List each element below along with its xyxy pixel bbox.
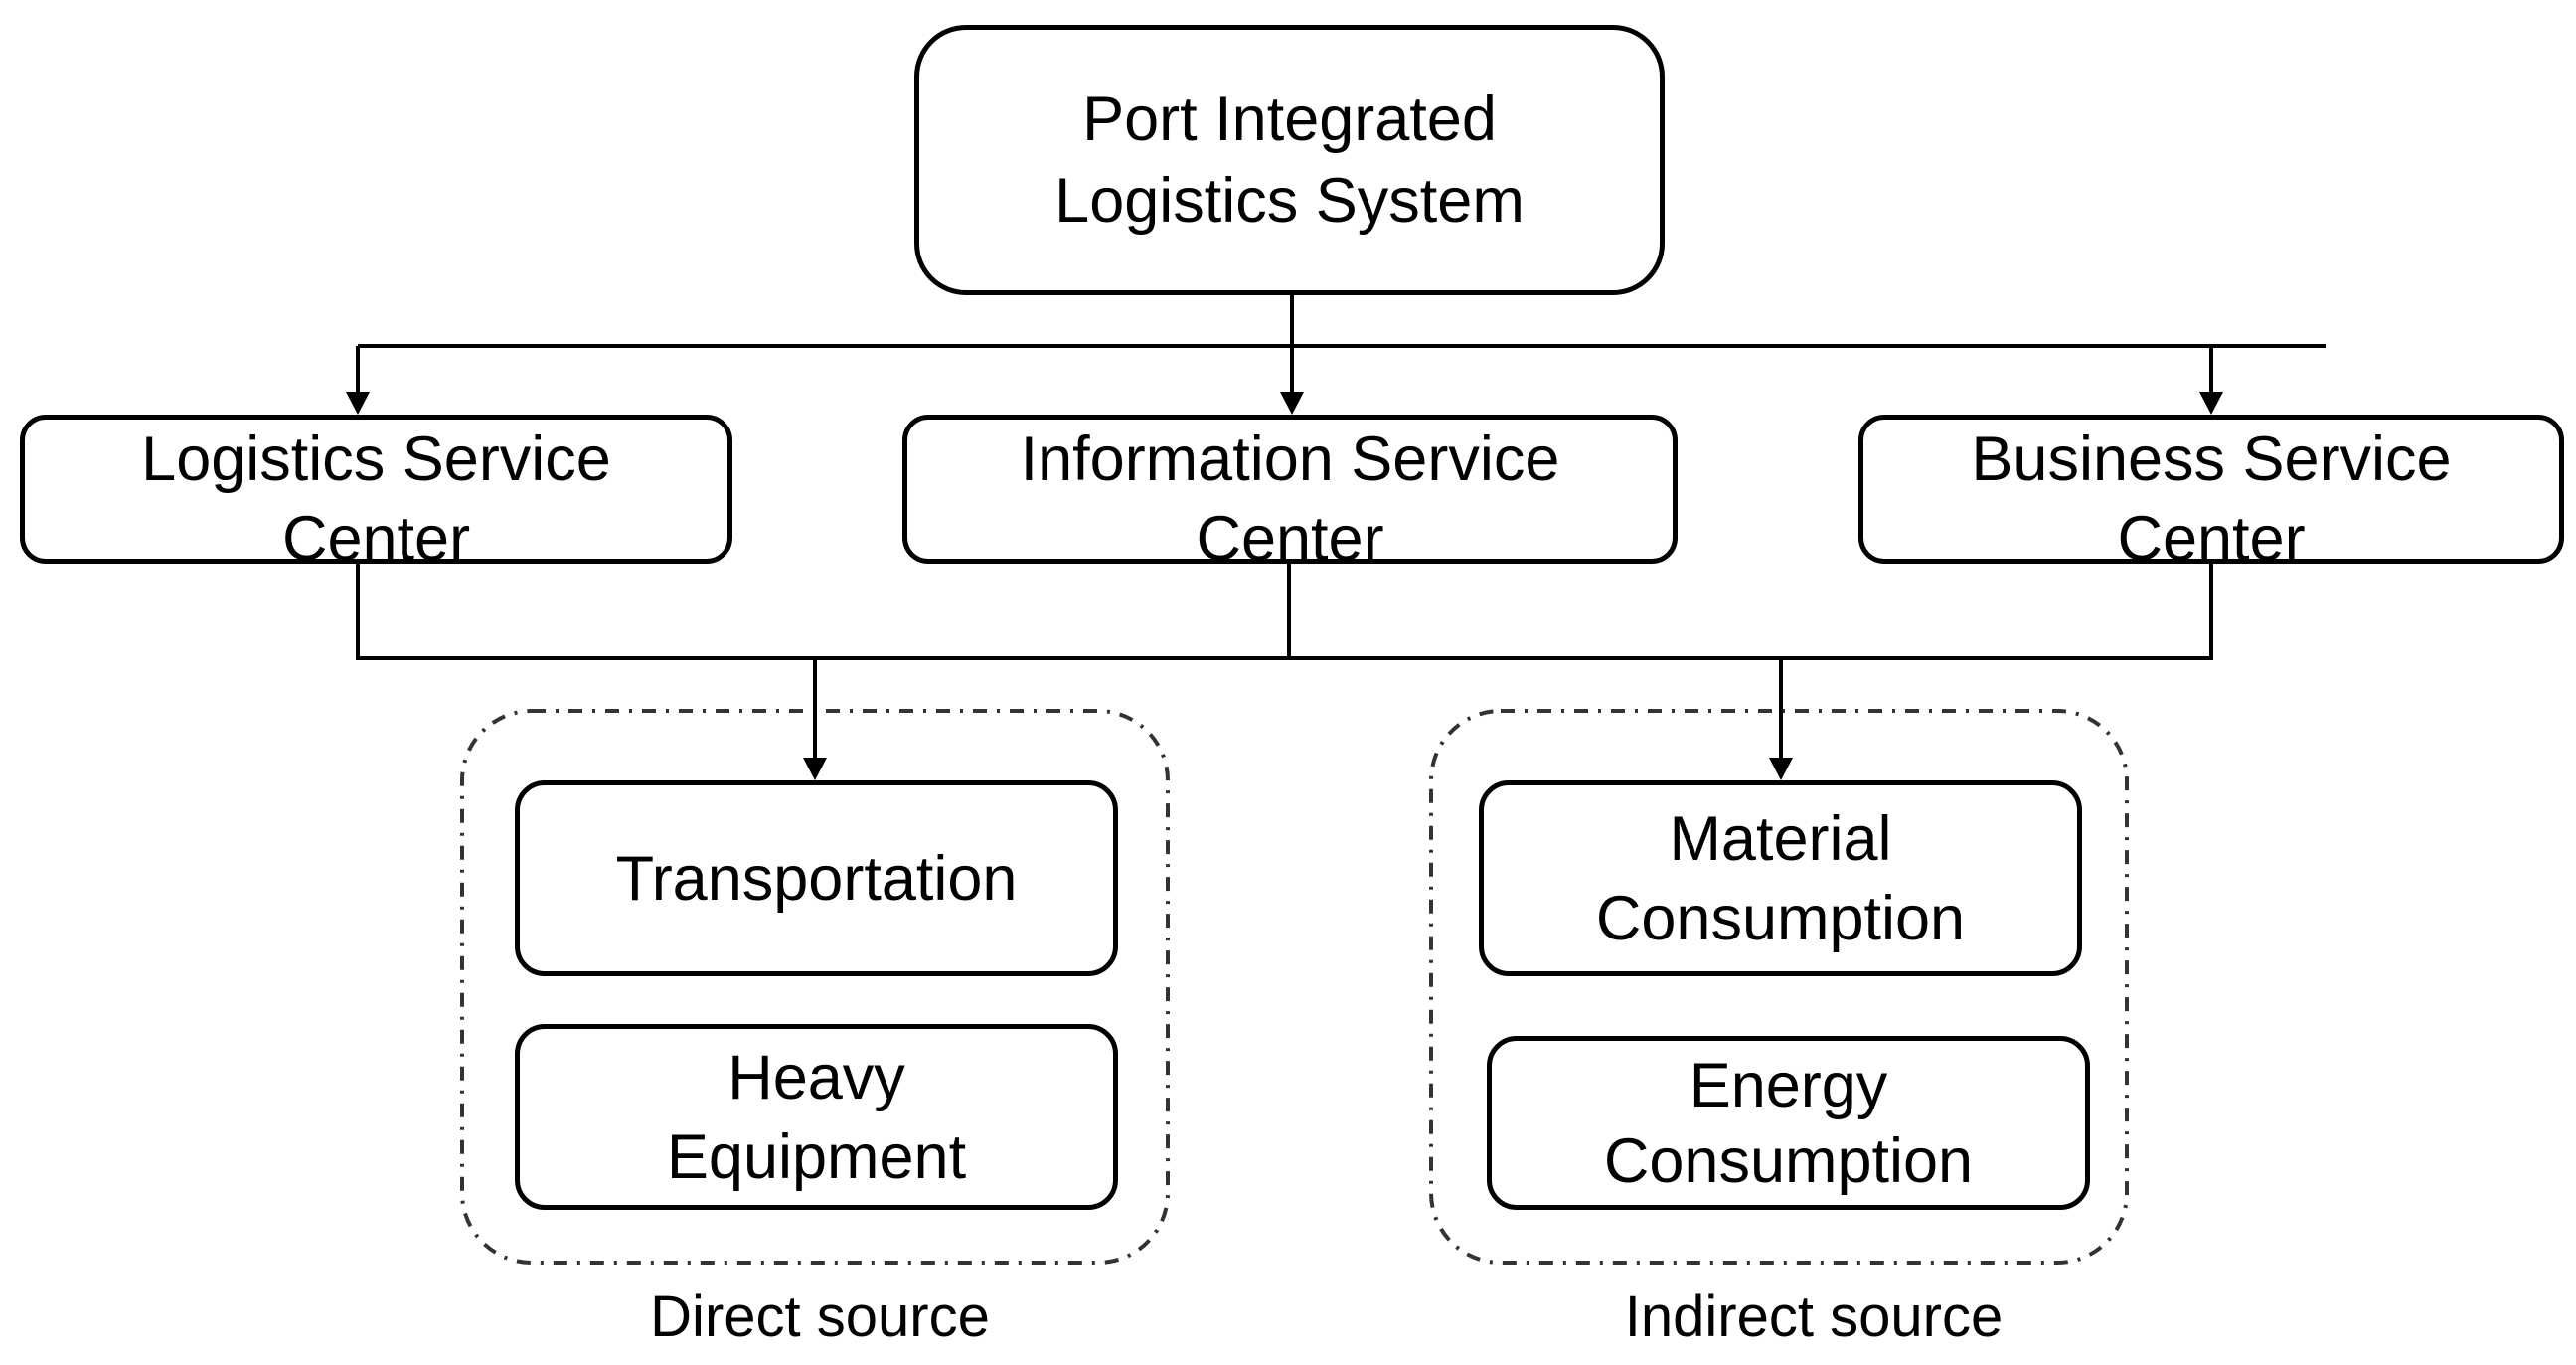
indirect-source-group-border bbox=[1429, 709, 2129, 1265]
material-consumption-node: Material Consumption bbox=[1479, 780, 2082, 976]
arrow-to-information bbox=[1280, 392, 1304, 415]
node-label-line: Center bbox=[281, 504, 471, 574]
node-label-line: Logistics System bbox=[1054, 166, 1525, 236]
information-service-center-node: Information Service Center bbox=[902, 415, 1678, 574]
transportation-node: Transportation bbox=[515, 780, 1118, 976]
port-integrated-logistics-system-node: Port Integrated Logistics System bbox=[914, 25, 1665, 295]
node-label-line: Center bbox=[2117, 504, 2306, 574]
node-label-line: Information Service bbox=[1020, 425, 1560, 494]
arrow-to-transportation bbox=[803, 758, 827, 780]
arrow-to-business bbox=[2199, 392, 2223, 415]
node-label-line: Consumption bbox=[1595, 883, 1966, 953]
node-label-line: Transportation bbox=[615, 843, 1018, 914]
node-label-line: Port Integrated bbox=[1082, 85, 1497, 154]
node-label-line: Energy bbox=[1689, 1050, 1888, 1120]
arrow-to-logistics bbox=[346, 392, 370, 415]
indirect-source-label: Indirect source bbox=[1624, 1284, 2004, 1349]
node-label-line: Equipment bbox=[666, 1121, 967, 1192]
node-label-line: Business Service bbox=[1971, 425, 2452, 494]
node-label-line: Logistics Service bbox=[141, 425, 611, 494]
heavy-equipment-node: Heavy Equipment bbox=[515, 1024, 1118, 1210]
business-service-center-node: Business Service Center bbox=[1858, 415, 2564, 574]
arrow-to-material bbox=[1769, 758, 1793, 780]
logistics-service-center-node: Logistics Service Center bbox=[20, 415, 732, 574]
direct-source-label: Direct source bbox=[650, 1284, 990, 1349]
node-label-line: Material bbox=[1669, 803, 1892, 874]
energy-consumption-node: Energy Consumption bbox=[1487, 1036, 2090, 1210]
node-label-line: Center bbox=[1196, 504, 1384, 574]
node-label-line: Consumption bbox=[1603, 1125, 1974, 1196]
node-label-line: Heavy bbox=[727, 1042, 905, 1112]
